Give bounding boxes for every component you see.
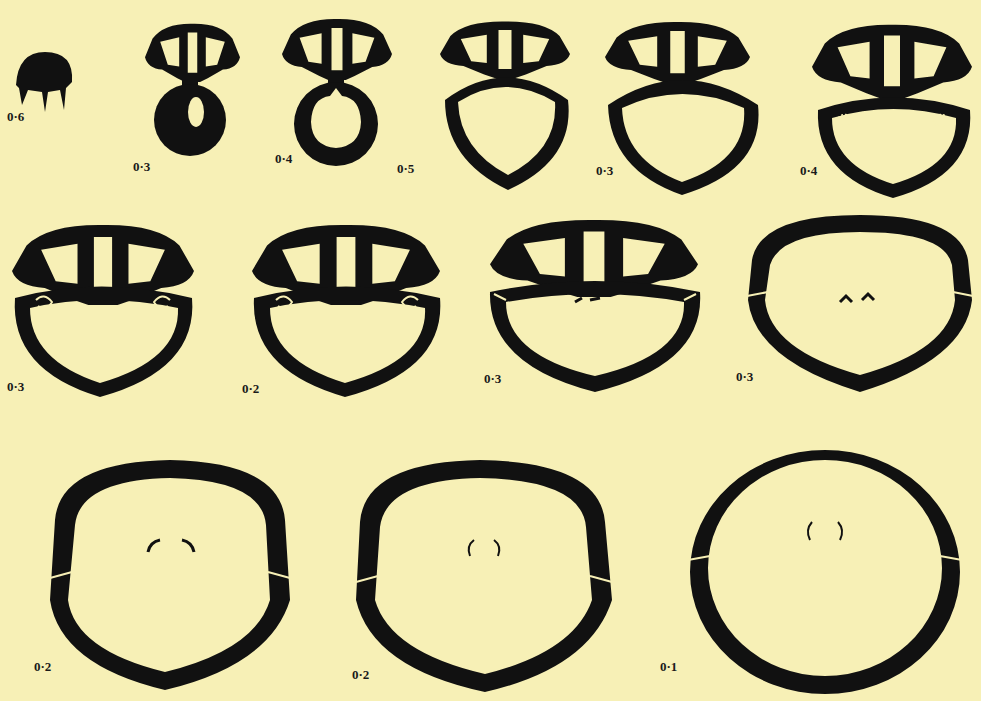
section-13 [688, 450, 962, 694]
scale-factor: 0·2 [352, 668, 369, 681]
section-1 [16, 52, 72, 112]
scale-factor: 0·2 [242, 382, 259, 395]
scale-factor: 0·5 [397, 162, 414, 175]
section-6 [812, 25, 972, 198]
scale-factor: 0·3 [596, 164, 613, 177]
section-11 [50, 460, 290, 690]
scale-factor: 0·3 [7, 380, 24, 393]
scale-factor: 0·3 [133, 160, 150, 173]
scale-factor: 0·2 [34, 660, 51, 673]
section-4 [440, 22, 570, 190]
scale-factor: 0·6 [7, 110, 24, 123]
section-12 [356, 460, 612, 692]
section-9 [490, 220, 700, 392]
scale-factor: 0·1 [660, 660, 677, 673]
scale-factor: 0·3 [736, 370, 753, 383]
section-7 [12, 225, 194, 397]
section-5 [605, 22, 759, 195]
section-8 [252, 225, 440, 397]
scale-factor: 0·4 [800, 164, 817, 177]
section-10 [747, 215, 973, 392]
section-3 [282, 19, 392, 166]
scale-factor: 0·4 [275, 152, 292, 165]
section-2 [145, 24, 240, 156]
scale-factor: 0·3 [484, 372, 501, 385]
